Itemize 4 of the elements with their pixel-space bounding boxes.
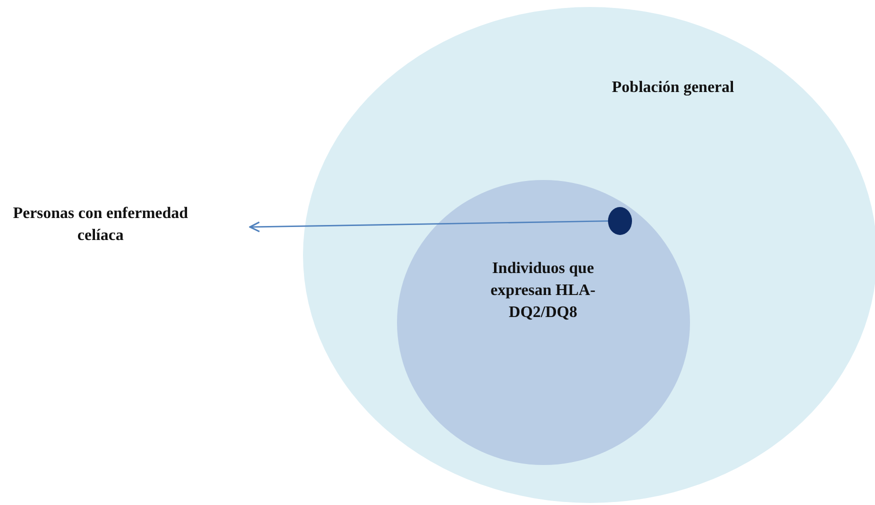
leader-arrow: [249, 220, 608, 232]
region-label: Individuos que expresan HLA-DQ2/DQ8: [489, 259, 597, 323]
callout-label: Personas con enfermedad celíaca: [12, 204, 190, 246]
region-label: Población general: [610, 78, 736, 98]
